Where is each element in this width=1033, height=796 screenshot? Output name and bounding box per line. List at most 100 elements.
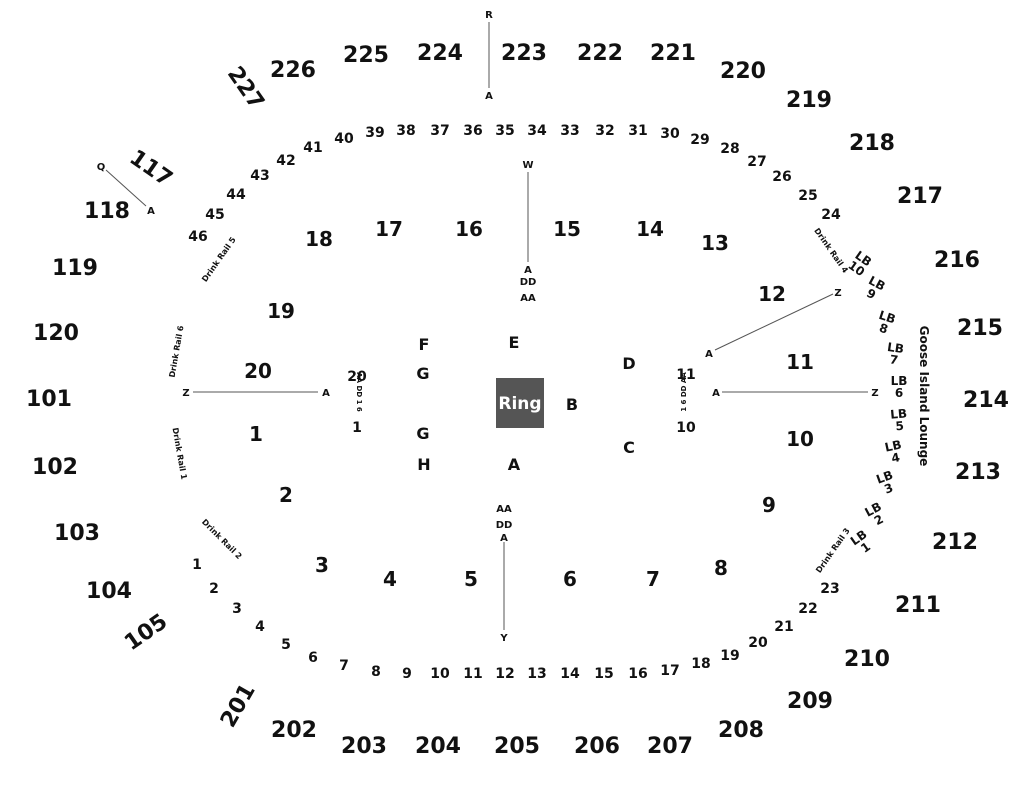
section-31[interactable]: 31 — [628, 123, 647, 139]
section-119[interactable]: 119 — [52, 256, 98, 281]
floor-section-7[interactable]: 7 — [646, 567, 660, 591]
section-103[interactable]: 103 — [54, 521, 100, 546]
section-223[interactable]: 223 — [501, 41, 547, 66]
floor-section-19[interactable]: 19 — [267, 299, 295, 323]
floor-sub-section-1[interactable]: 1 — [352, 420, 362, 436]
lounge-box-8[interactable]: LB 8 — [873, 308, 897, 338]
section-202[interactable]: 202 — [271, 718, 317, 743]
lounge-box-1[interactable]: LB 1 — [848, 527, 877, 558]
section-lower-21[interactable]: 21 — [774, 619, 793, 635]
section-208[interactable]: 208 — [718, 718, 764, 743]
section-33[interactable]: 33 — [560, 123, 579, 139]
floor-section-1[interactable]: 1 — [249, 422, 263, 446]
floor-row-g-upper[interactable]: G — [416, 364, 429, 383]
floor-section-15[interactable]: 15 — [553, 217, 581, 241]
section-201[interactable]: 201 — [216, 680, 261, 732]
section-224[interactable]: 224 — [417, 41, 463, 66]
drink-rail-1[interactable]: Drink Rail 1 — [170, 427, 188, 481]
floor-row-a[interactable]: A — [508, 455, 521, 474]
floor-section-2[interactable]: 2 — [279, 483, 293, 507]
ring[interactable] — [496, 378, 544, 428]
section-220[interactable]: 220 — [720, 59, 766, 84]
section-211[interactable]: 211 — [895, 593, 941, 618]
section-45[interactable]: 45 — [205, 207, 224, 223]
floor-section-11[interactable]: 11 — [786, 350, 814, 374]
section-215[interactable]: 215 — [957, 316, 1003, 341]
floor-section-12[interactable]: 12 — [758, 282, 786, 306]
section-204[interactable]: 204 — [415, 734, 461, 759]
section-226[interactable]: 226 — [270, 58, 316, 83]
section-24[interactable]: 24 — [821, 207, 841, 223]
section-lower-7[interactable]: 7 — [339, 658, 349, 674]
section-28[interactable]: 28 — [720, 141, 739, 157]
lounge-box-5[interactable]: LB 5 — [890, 406, 909, 433]
floor-section-16[interactable]: 16 — [455, 217, 483, 241]
floor-sub-section-11[interactable]: 11 — [676, 367, 695, 383]
section-lower-5[interactable]: 5 — [281, 637, 291, 653]
floor-row-g-lower[interactable]: G — [416, 424, 429, 443]
goose-island-lounge-label[interactable]: Goose Island Lounge — [917, 326, 931, 467]
section-36[interactable]: 36 — [463, 123, 482, 139]
lounge-box-6[interactable]: LB 6 — [891, 374, 908, 400]
floor-row-h[interactable]: H — [417, 455, 430, 474]
section-102[interactable]: 102 — [32, 455, 78, 480]
lounge-box-2[interactable]: LB 2 — [862, 499, 889, 530]
section-117[interactable]: 117 — [125, 145, 177, 192]
section-104[interactable]: 104 — [86, 579, 132, 604]
section-46[interactable]: 46 — [188, 229, 207, 245]
section-101[interactable]: 101 — [26, 387, 72, 412]
section-203[interactable]: 203 — [341, 734, 387, 759]
section-44[interactable]: 44 — [226, 187, 246, 203]
section-41[interactable]: 41 — [303, 140, 322, 156]
section-lower-14[interactable]: 14 — [560, 666, 580, 682]
floor-section-8[interactable]: 8 — [714, 556, 728, 580]
section-26[interactable]: 26 — [772, 169, 791, 185]
drink-rail-6[interactable]: Drink Rail 6 — [168, 324, 186, 378]
section-lower-6[interactable]: 6 — [308, 650, 318, 666]
section-37[interactable]: 37 — [430, 123, 449, 139]
floor-section-14[interactable]: 14 — [636, 217, 664, 241]
lounge-box-3[interactable]: LB 3 — [874, 468, 899, 498]
section-43[interactable]: 43 — [250, 168, 269, 184]
drink-rail-4[interactable]: Drink Rail 4 — [812, 226, 850, 275]
section-lower-2[interactable]: 2 — [209, 581, 219, 597]
floor-section-3[interactable]: 3 — [315, 553, 329, 577]
floor-section-10[interactable]: 10 — [786, 427, 814, 451]
section-lower-3[interactable]: 3 — [232, 601, 242, 617]
floor-row-d[interactable]: D — [622, 354, 635, 373]
section-118[interactable]: 118 — [84, 199, 130, 224]
drink-rail-3[interactable]: Drink Rail 3 — [814, 526, 852, 574]
section-lower-8[interactable]: 8 — [371, 664, 381, 680]
section-lower-10[interactable]: 10 — [430, 666, 450, 682]
section-219[interactable]: 219 — [786, 88, 832, 113]
section-39[interactable]: 39 — [365, 125, 384, 141]
section-213[interactable]: 213 — [955, 460, 1001, 485]
section-105[interactable]: 105 — [120, 609, 172, 656]
lounge-box-4[interactable]: LB 4 — [883, 437, 905, 466]
section-38[interactable]: 38 — [396, 123, 415, 139]
floor-row-c[interactable]: C — [623, 438, 635, 457]
lounge-box-7[interactable]: LB 7 — [885, 340, 905, 368]
section-35[interactable]: 35 — [495, 123, 514, 139]
section-29[interactable]: 29 — [690, 132, 709, 148]
section-25[interactable]: 25 — [798, 188, 817, 204]
section-212[interactable]: 212 — [932, 530, 978, 555]
section-32[interactable]: 32 — [595, 123, 614, 139]
section-205[interactable]: 205 — [494, 734, 540, 759]
section-214[interactable]: 214 — [963, 388, 1009, 413]
section-225[interactable]: 225 — [343, 43, 389, 68]
section-218[interactable]: 218 — [849, 131, 895, 156]
section-lower-1[interactable]: 1 — [192, 557, 202, 573]
floor-section-20[interactable]: 20 — [244, 359, 272, 383]
section-lower-23[interactable]: 23 — [820, 581, 839, 597]
section-lower-9[interactable]: 9 — [402, 666, 412, 682]
floor-section-18[interactable]: 18 — [305, 227, 333, 251]
section-lower-16[interactable]: 16 — [628, 666, 647, 682]
section-42[interactable]: 42 — [276, 153, 295, 169]
lounge-box-10[interactable]: LB 10 — [846, 248, 875, 279]
section-209[interactable]: 209 — [787, 689, 833, 714]
floor-row-e[interactable]: E — [509, 333, 520, 352]
section-lower-13[interactable]: 13 — [527, 666, 546, 682]
section-206[interactable]: 206 — [574, 734, 620, 759]
section-lower-20[interactable]: 20 — [748, 635, 768, 651]
